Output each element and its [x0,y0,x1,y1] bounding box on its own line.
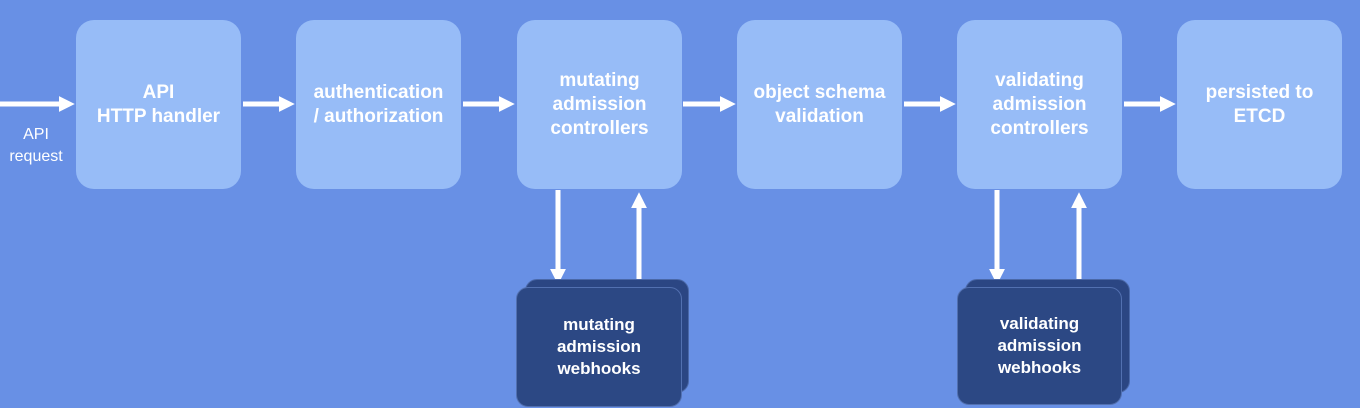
stage-authentication-authorization: authentication / authorization [296,20,461,189]
mutating-admission-webhooks: mutating admission webhooks [516,287,682,407]
stage-label: persisted to ETCD [1205,81,1314,127]
stage-label: validating admission controllers [990,69,1089,139]
webhook-label: mutating admission webhooks [556,315,642,378]
stage-label: object schema validation [753,81,886,127]
stage-label: authentication / authorization [313,81,444,127]
validating-admission-webhooks: validating admission webhooks [957,287,1122,405]
stage-label: mutating admission controllers [550,69,649,139]
stage-mutating-admission-controllers: mutating admission controllers [517,20,682,189]
stage-object-schema-validation: object schema validation [737,20,902,189]
webhook-label: validating admission webhooks [997,314,1082,377]
stage-label: API HTTP handler [96,81,221,127]
api-request-label: API request [9,126,63,165]
stage-persisted-to-etcd: persisted to ETCD [1177,20,1342,189]
stage-api-http-handler: API HTTP handler [76,20,241,189]
stage-validating-admission-controllers: validating admission controllers [957,20,1122,189]
